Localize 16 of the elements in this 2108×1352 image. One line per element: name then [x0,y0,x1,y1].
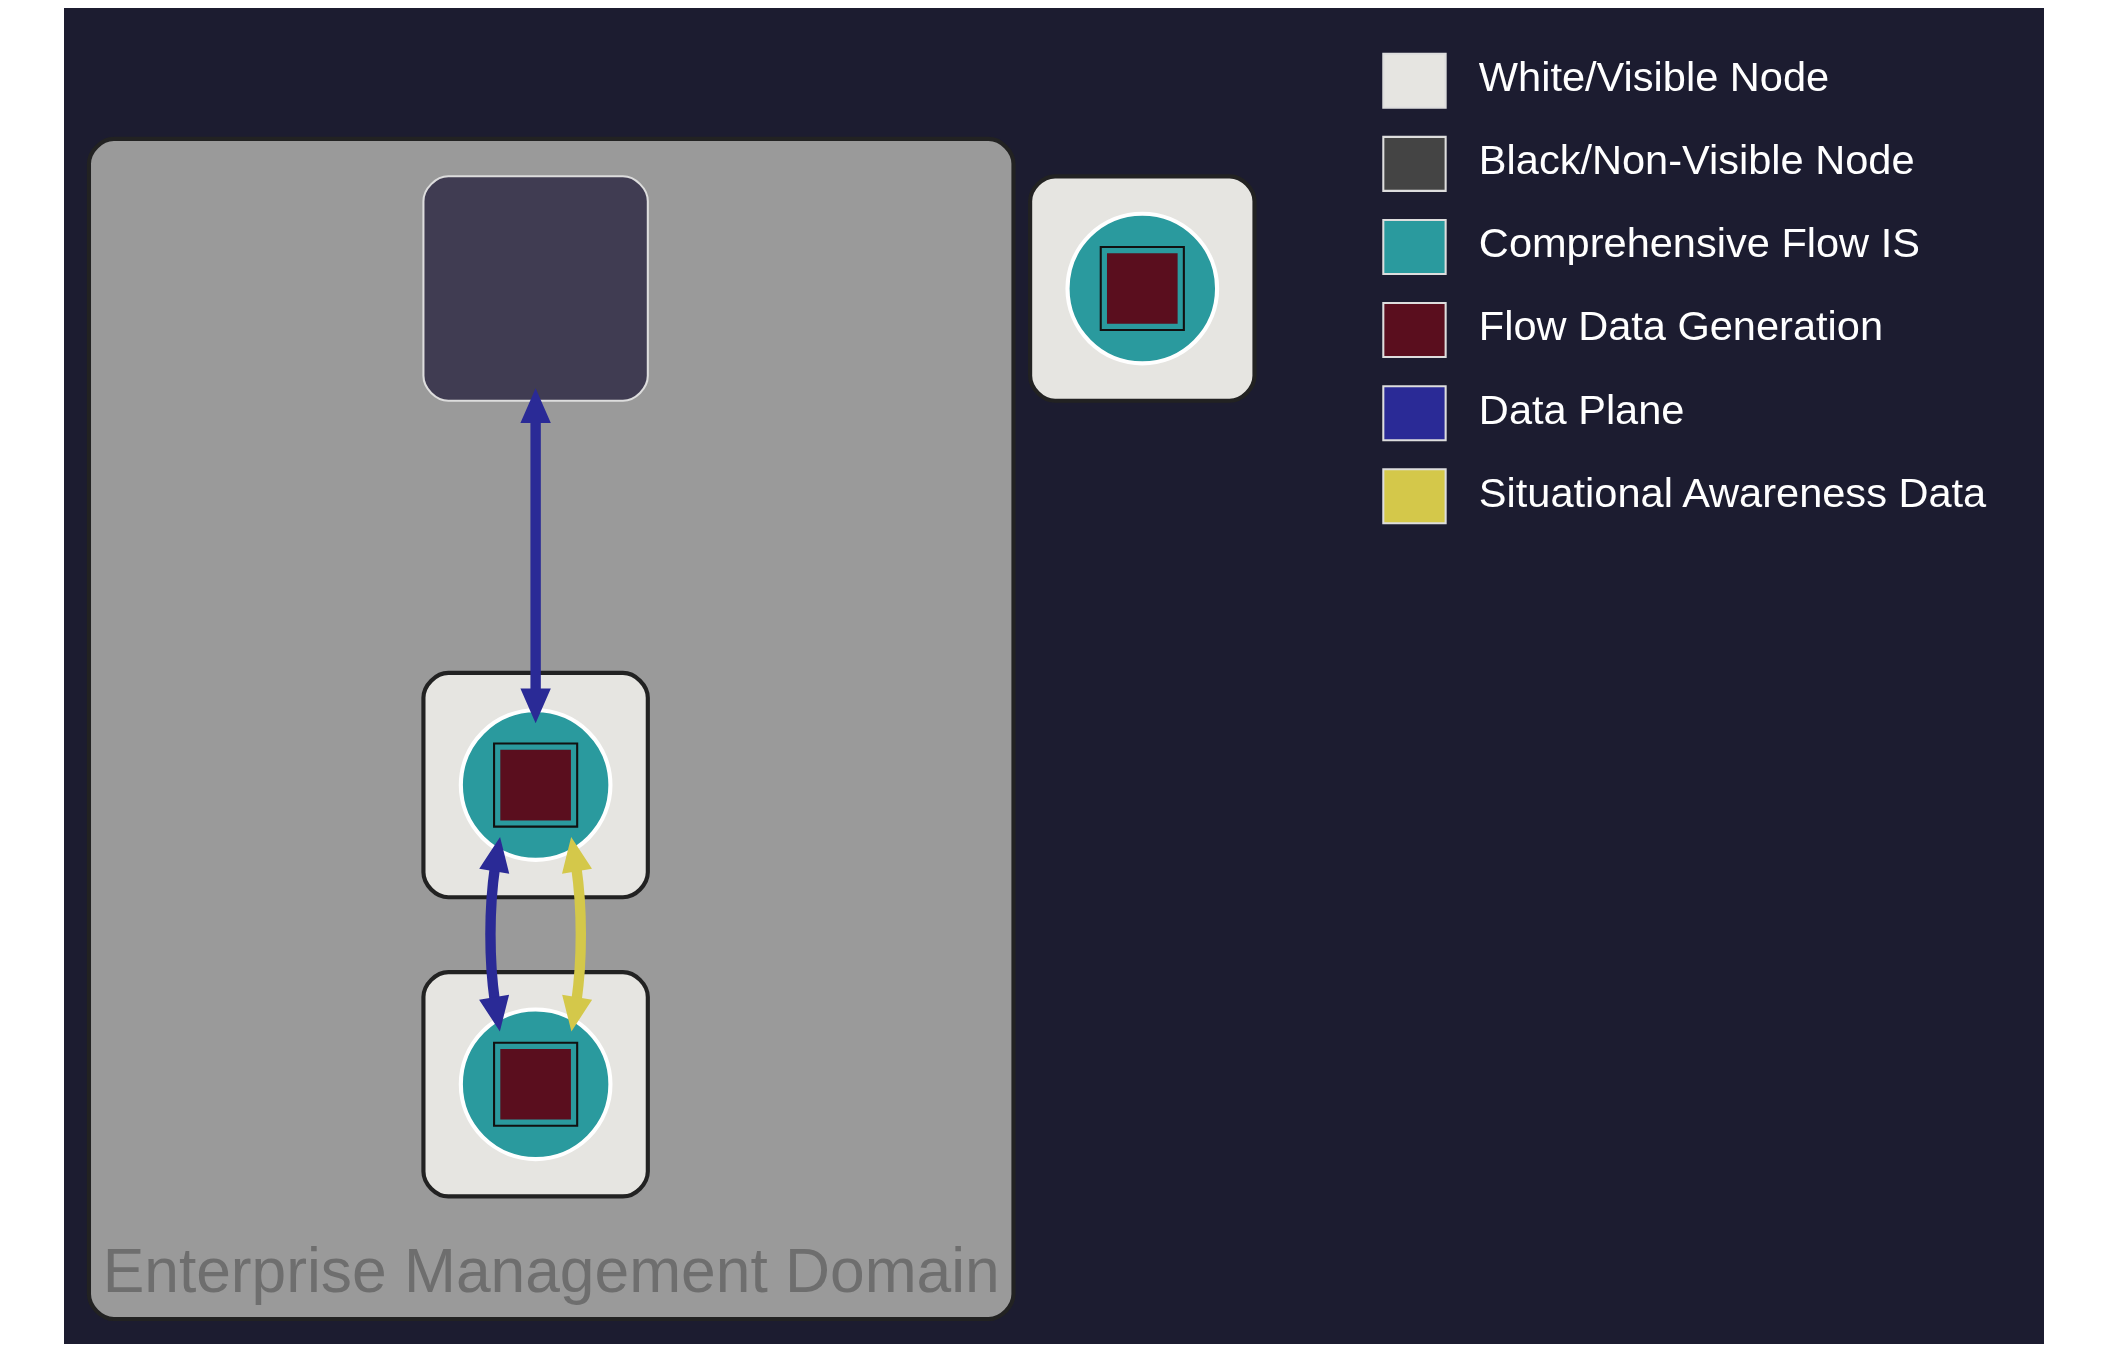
arrow [520,388,551,724]
node-circle [1065,211,1220,366]
legend-label: Black/Non-Visible Node [1478,136,1915,184]
node-circle [458,1007,613,1162]
legend-label: White/Visible Node [1478,53,1830,101]
arrow [562,836,593,1032]
legend-label: Flow Data Generation [1478,302,1884,350]
arrow [479,836,510,1032]
cluster [421,670,650,900]
node-box [422,175,649,402]
node-circle [458,708,613,862]
legend-label: Situational Awareness Data [1478,468,1987,516]
legend-label: Data Plane [1478,385,1685,433]
cluster [421,970,650,1199]
cluster [1028,174,1257,403]
legend-label: Comprehensive Flow IS [1478,219,1920,267]
